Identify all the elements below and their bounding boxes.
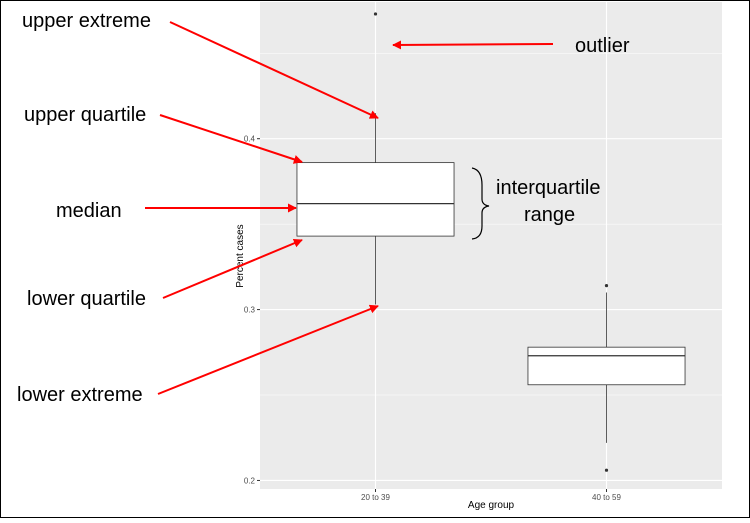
annotation-outlier: outlier <box>575 35 630 57</box>
grid-lines <box>260 2 722 489</box>
annotation-median: median <box>56 200 122 222</box>
annotation-lower-quartile: lower quartile <box>27 288 146 310</box>
annotation-lower-extreme: lower extreme <box>17 384 143 406</box>
y-tick-label: 0.3 <box>244 306 256 315</box>
iqr-box <box>296 162 455 237</box>
annotation-iqr-line1: interquartile <box>496 177 601 199</box>
annotation-upper-quartile: upper quartile <box>24 104 146 126</box>
annotation-upper-extreme: upper extreme <box>22 10 151 32</box>
arrow-upper-extreme <box>169 21 379 119</box>
outlier-point <box>604 468 609 472</box>
arrow-upper-quartile <box>159 114 303 164</box>
x-tick-label: 40 to 59 <box>592 493 621 502</box>
arrow-outlier <box>392 40 554 50</box>
y-tick-label: 0.2 <box>244 476 256 485</box>
y-tick-label: 0.4 <box>244 135 256 144</box>
box-2 <box>527 284 686 472</box>
x-tick-label: 20 to 39 <box>361 493 390 502</box>
iqr-box <box>527 346 686 386</box>
box-series <box>296 12 686 472</box>
annotation-arrows <box>145 21 554 395</box>
annotation-iqr-line2: range <box>524 204 575 226</box>
interquartile-brace <box>471 167 490 240</box>
outlier-point <box>604 284 609 288</box>
y-axis-label: Percent cases <box>235 224 246 287</box>
arrow-lower-extreme <box>157 304 379 395</box>
box-1 <box>296 12 455 305</box>
axes: 0.2 0.3 0.4 20 to 39 40 to 59 <box>244 135 622 502</box>
arrow-lower-quartile <box>162 238 303 299</box>
plot-panel <box>260 2 722 489</box>
outlier-point <box>373 12 378 16</box>
x-axis-label: Age group <box>468 500 515 511</box>
